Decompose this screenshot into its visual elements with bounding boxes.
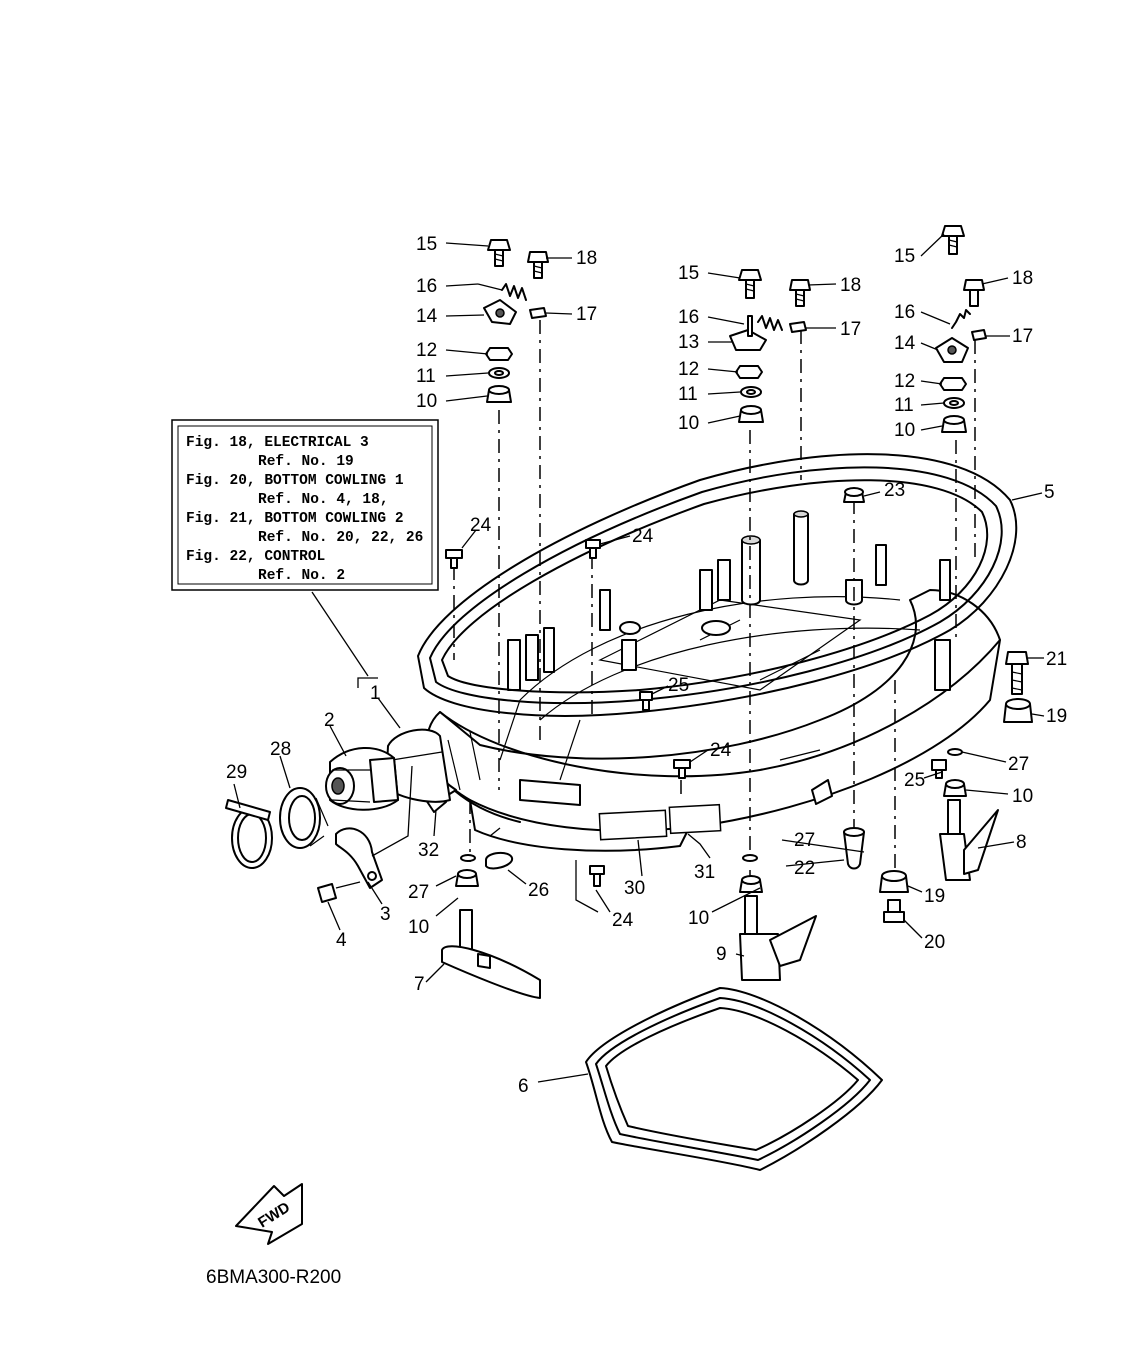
- callout-18: 18: [576, 248, 597, 269]
- ref-line: Ref. No. 19: [258, 454, 354, 470]
- callout-20: 20: [924, 932, 945, 953]
- callout-31: 31: [694, 862, 715, 883]
- seal-5: [417, 453, 1018, 717]
- assembly-lines: [453, 320, 976, 880]
- ref-line: Ref. No. 4, 18,: [258, 492, 389, 508]
- callout-10: 10: [688, 908, 709, 929]
- callout-4: 4: [336, 930, 347, 951]
- callout-19: 19: [924, 886, 945, 907]
- callout-16: 16: [416, 276, 437, 297]
- side-parts: [225, 728, 451, 903]
- callout-24: 24: [632, 526, 654, 547]
- lever-parts: [441, 799, 999, 999]
- callout-5: 5: [1044, 482, 1055, 503]
- callout-6: 6: [518, 1076, 529, 1097]
- callouts: 15 16 14 12 11 10 18 17 15 16 13 12 11 1…: [226, 234, 1067, 1097]
- callout-21: 21: [1046, 649, 1067, 670]
- callout-22: 22: [794, 858, 815, 879]
- callout-13: 13: [678, 332, 699, 353]
- callout-16: 16: [678, 307, 699, 328]
- ref-line: Fig. 20, BOTTOM COWLING 1: [186, 473, 404, 489]
- callout-10: 10: [416, 391, 437, 412]
- callout-29: 29: [226, 762, 247, 783]
- ref-line: Fig. 21, BOTTOM COWLING 2: [186, 511, 404, 527]
- callout-1: 1: [370, 683, 381, 704]
- callout-7: 7: [414, 974, 425, 995]
- seal-6: [585, 987, 883, 1171]
- callout-27: 27: [408, 882, 429, 903]
- ref-line: Ref. No. 2: [258, 568, 345, 584]
- ref-line: Fig. 18, ELECTRICAL 3: [186, 435, 369, 451]
- hardware-stack-center: [729, 269, 811, 423]
- callout-27: 27: [1008, 754, 1029, 775]
- callout-14: 14: [894, 333, 916, 354]
- hardware-stack-left: [477, 239, 549, 403]
- callout-24: 24: [612, 910, 634, 931]
- bottom-cowling: [419, 510, 1001, 852]
- callout-9: 9: [716, 944, 727, 965]
- callout-17: 17: [840, 319, 861, 340]
- ref-line: Fig. 22, CONTROL: [186, 549, 325, 565]
- small-fasteners: [425, 487, 1033, 923]
- fwd-arrow: FWD: [235, 1183, 303, 1245]
- callout-11: 11: [678, 384, 698, 405]
- callout-28: 28: [270, 739, 291, 760]
- callout-26: 26: [528, 880, 549, 901]
- callout-12: 12: [416, 340, 437, 361]
- callout-27: 27: [794, 830, 815, 851]
- callout-2: 2: [324, 710, 335, 731]
- callout-23: 23: [884, 480, 905, 501]
- callout-12: 12: [894, 371, 915, 392]
- callout-24: 24: [710, 740, 732, 761]
- reference-box: Fig. 18, ELECTRICAL 3 Ref. No. 19 Fig. 2…: [171, 419, 439, 688]
- callout-11: 11: [416, 366, 436, 387]
- callout-3: 3: [380, 904, 391, 925]
- callout-18: 18: [840, 275, 861, 296]
- callout-16: 16: [894, 302, 915, 323]
- callout-17: 17: [1012, 326, 1033, 347]
- callout-14: 14: [416, 306, 438, 327]
- callout-25: 25: [904, 770, 925, 791]
- callout-10: 10: [408, 917, 429, 938]
- callout-25: 25: [668, 675, 689, 696]
- callout-11: 11: [894, 395, 914, 416]
- callout-15: 15: [894, 246, 915, 267]
- leader-lines: [233, 233, 1045, 1083]
- callout-32: 32: [418, 840, 439, 861]
- callout-12: 12: [678, 359, 699, 380]
- callout-19: 19: [1046, 706, 1067, 727]
- ref-line: Ref. No. 20, 22, 26: [258, 530, 423, 546]
- callout-10: 10: [1012, 786, 1033, 807]
- hardware-stack-right: [935, 225, 987, 433]
- callout-24: 24: [470, 515, 492, 536]
- callout-17: 17: [576, 304, 597, 325]
- callout-8: 8: [1016, 832, 1027, 853]
- callout-18: 18: [1012, 268, 1033, 289]
- callout-10: 10: [894, 420, 915, 441]
- diagram-code: 6BMA300-R200: [206, 1267, 341, 1288]
- callout-15: 15: [416, 234, 437, 255]
- callout-10: 10: [678, 413, 699, 434]
- callout-30: 30: [624, 878, 645, 899]
- callout-15: 15: [678, 263, 699, 284]
